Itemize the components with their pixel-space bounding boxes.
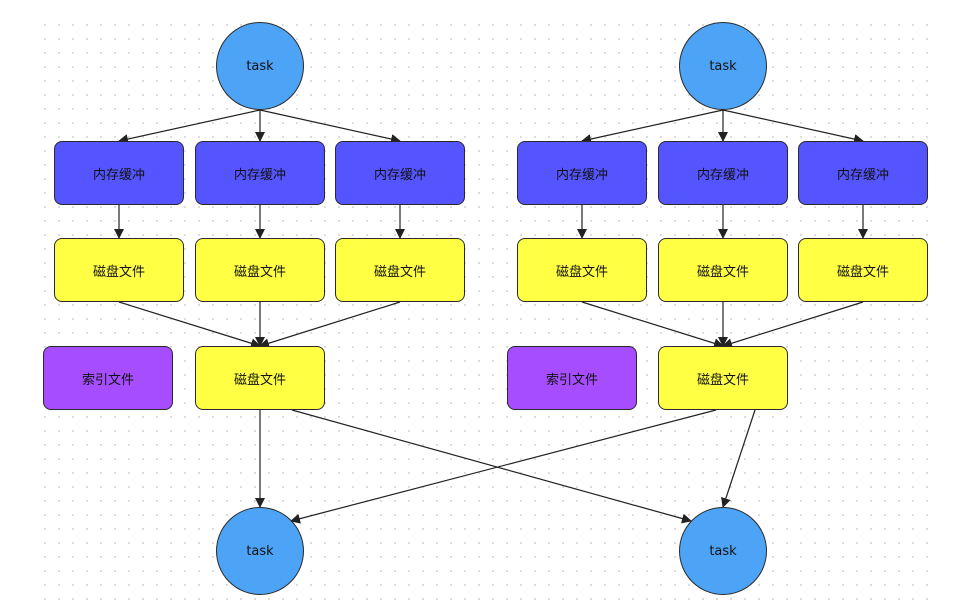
task-node-top-left: task (216, 22, 304, 110)
memory-buffer-node: 内存缓冲 (517, 141, 647, 205)
disk-file-node: 磁盘文件 (54, 238, 184, 302)
edge-merge-l-to-task-br (291, 409, 692, 524)
edge-merge-r-to-task-bl (290, 409, 717, 524)
memory-buffer-node: 内存缓冲 (195, 141, 325, 205)
edge-merge-r-to-task-br (721, 409, 756, 508)
edge-task-to-mem-l1 (118, 109, 261, 144)
edge-disk-r3-to-merge-r (722, 301, 864, 349)
memory-buffer-node: 内存缓冲 (335, 141, 465, 205)
disk-file-node: 磁盘文件 (658, 238, 788, 302)
disk-file-node: 磁盘文件 (517, 238, 647, 302)
memory-buffer-node: 内存缓冲 (798, 141, 928, 205)
edge-disk-l3-to-merge-l (259, 301, 401, 349)
edge-task-to-mem-l3 (259, 109, 401, 144)
memory-buffer-node: 内存缓冲 (54, 141, 184, 205)
merged-disk-file-node: 磁盘文件 (658, 346, 788, 410)
disk-file-node: 磁盘文件 (335, 238, 465, 302)
task-node-bottom-left: task (216, 507, 304, 595)
memory-buffer-node: 内存缓冲 (658, 141, 788, 205)
edge-task-to-mem-r1 (581, 109, 724, 144)
index-file-node: 索引文件 (507, 346, 637, 410)
dotted-grid-background (38, 18, 936, 600)
index-file-node: 索引文件 (43, 346, 173, 410)
task-node-bottom-right: task (679, 507, 767, 595)
edge-disk-l1-to-merge-l (118, 301, 261, 349)
edge-task-to-mem-r3 (722, 109, 864, 144)
disk-file-node: 磁盘文件 (798, 238, 928, 302)
task-node-top-right: task (679, 22, 767, 110)
merged-disk-file-node: 磁盘文件 (195, 346, 325, 410)
edge-disk-r1-to-merge-r (581, 301, 724, 349)
disk-file-node: 磁盘文件 (195, 238, 325, 302)
